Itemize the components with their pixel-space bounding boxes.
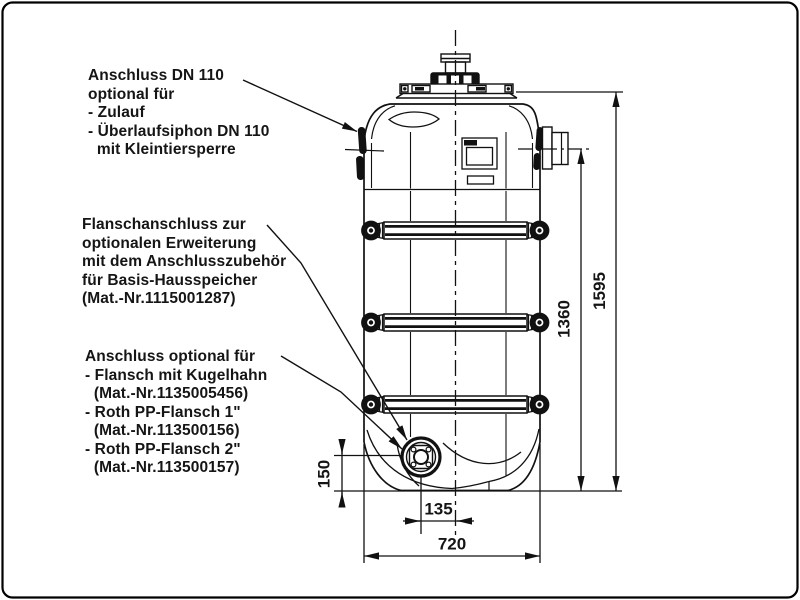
annotation-flange-line: (Mat.-Nr.1115001287)	[82, 290, 236, 307]
annotation-outlet-line: - Roth PP-Flansch 2"	[85, 440, 241, 458]
annotation-inlet: Anschluss DN 110 optional für - Zulauf -…	[88, 67, 269, 160]
lid-plate	[395, 83, 518, 99]
leader-lines	[242, 79, 408, 450]
grip-recess	[387, 111, 441, 128]
dimension-drain-offset	[403, 477, 474, 534]
tank-front-view	[344, 30, 589, 535]
annotation-inlet-line: Anschluss DN 110	[88, 67, 224, 84]
dimension-total-height	[516, 91, 623, 491]
annotation-outlet: Anschluss optional für - Flansch mit Kug…	[85, 348, 267, 478]
annotation-outlet-line: (Mat.-Nr.113500156)	[85, 422, 240, 439]
annotation-outlet-line: - Roth PP-Flansch 1"	[85, 403, 241, 421]
leader-flange	[266, 224, 408, 441]
annotation-flange-line: Flanschanschluss zur	[82, 216, 246, 233]
dimension-value-total-height: 1595	[590, 272, 609, 310]
dimension-drain-height	[334, 439, 401, 508]
annotation-flange: Flanschanschluss zur optionalen Erweiter…	[82, 216, 286, 309]
dimension-value-drain-offset: 135	[424, 500, 452, 519]
tank-body	[363, 132, 541, 476]
drain-flange	[400, 436, 442, 478]
annotation-inlet-line: optional für	[88, 85, 175, 103]
dimension-value-drain-height: 150	[315, 460, 334, 488]
annotation-inlet-line: mit Kleintiersperre	[88, 141, 236, 158]
annotation-outlet-line: (Mat.-Nr.1135005456)	[85, 385, 249, 402]
dimension-value-tank-width: 720	[438, 535, 466, 554]
annotation-outlet-line: - Flansch mit Kugelhahn	[85, 366, 268, 384]
leader-inlet	[242, 79, 358, 133]
annotation-inlet-line: - Zulauf	[88, 104, 145, 121]
annotation-outlet-line: (Mat.-Nr.113500157)	[85, 459, 240, 476]
annotation-outlet-line: Anschluss optional für	[85, 348, 256, 365]
position-cross	[344, 148, 385, 152]
tank-shoulder	[363, 103, 541, 142]
dimensioning	[334, 91, 623, 563]
annotation-flange-line: mit dem Anschlusszubehör	[82, 253, 287, 270]
annotation-inlet-line: - Überlaufsiphon DN 110	[88, 122, 270, 140]
mould-lines	[409, 132, 507, 476]
annotation-flange-line: optionalen Erweiterung	[82, 234, 257, 252]
type-label-plate	[461, 137, 498, 185]
leader-outlet	[280, 355, 403, 450]
annotation-flange-line: für Basis-Hausspeicher	[82, 271, 258, 289]
dimension-tank-width	[363, 444, 541, 563]
dn110-connection-mark	[344, 126, 385, 180]
side-outlet-stub	[533, 126, 569, 170]
dimension-value-side-connection-height: 1360	[555, 300, 574, 338]
